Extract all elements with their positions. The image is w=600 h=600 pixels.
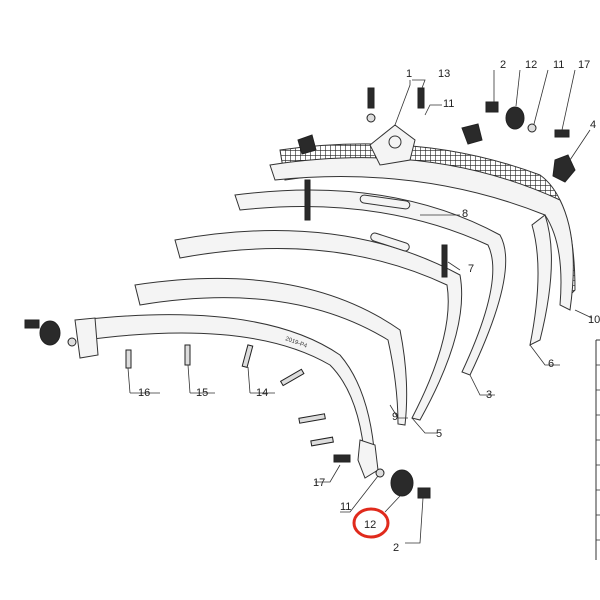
screw-left <box>24 319 40 329</box>
screw-bottom-2 <box>417 487 431 499</box>
bolt-part-15 <box>184 344 191 366</box>
washer-bottom <box>375 468 385 478</box>
screw-top-center <box>367 87 375 109</box>
callout-3: 3 <box>486 389 492 401</box>
strap-part-8 <box>174 230 463 421</box>
screw-part-13 <box>417 87 425 109</box>
screw-top-right-2 <box>485 101 499 113</box>
knob-top-right <box>505 106 525 130</box>
callout-6: 6 <box>548 358 554 370</box>
callout-15: 15 <box>196 387 208 399</box>
strap-part-3 <box>234 189 507 376</box>
bracket-part-4 <box>552 154 576 183</box>
strap-part-6 <box>269 157 574 311</box>
parts-table-edge <box>595 339 600 560</box>
bolt-long-3 <box>310 436 334 447</box>
washer-left <box>67 337 77 347</box>
hinge-bracket-bottom <box>357 439 379 479</box>
slot-part-8 <box>359 194 411 210</box>
callout-11-top-right: 11 <box>553 59 564 71</box>
slot-part-7 <box>370 232 410 252</box>
strap-part-5 <box>134 277 408 426</box>
callout-12-bottom: 12 <box>364 519 376 531</box>
hinge-hole <box>388 135 402 149</box>
clip-top-right <box>461 123 483 145</box>
clip-top-left <box>297 134 317 155</box>
bolt-long-2 <box>298 413 326 424</box>
knob-bottom <box>390 469 414 497</box>
leader-lines <box>127 69 593 544</box>
knob-left <box>39 320 61 346</box>
callout-8: 8 <box>462 208 468 220</box>
callout-5: 5 <box>436 428 442 440</box>
washer-top-right <box>527 123 537 133</box>
callout-labels: 1 13 11 2 12 11 17 4 8 7 10 6 3 9 5 16 1… <box>138 59 600 554</box>
callout-1: 1 <box>406 68 412 80</box>
callout-16: 16 <box>138 387 150 399</box>
callout-2-bottom: 2 <box>393 542 399 554</box>
bolt-long-1 <box>279 368 305 387</box>
callout-14: 14 <box>256 387 268 399</box>
callout-17-bottom: 17 <box>313 477 325 489</box>
callout-4: 4 <box>590 119 596 131</box>
stud-part-7 <box>441 244 448 278</box>
bolt-17-top <box>554 129 570 138</box>
washer-top-center <box>366 113 376 123</box>
end-bracket-left <box>74 317 99 359</box>
callout-9: 9 <box>392 411 398 423</box>
strap-part-6-tail <box>529 214 552 346</box>
callout-2-top: 2 <box>500 59 506 71</box>
callout-13: 13 <box>438 68 450 80</box>
callout-12-top: 12 <box>525 59 537 71</box>
bolt-part-14 <box>241 344 254 369</box>
callout-7: 7 <box>468 263 474 275</box>
callout-10: 10 <box>588 314 600 326</box>
callout-11-bottom: 11 <box>340 501 351 513</box>
callout-17-top: 17 <box>578 59 590 71</box>
bolt-part-17-bottom <box>333 454 351 463</box>
bolt-part-16 <box>125 349 132 369</box>
highlight-circle <box>352 507 390 539</box>
stud-part-left <box>304 179 311 221</box>
callout-11-top-left: 11 <box>443 98 454 110</box>
